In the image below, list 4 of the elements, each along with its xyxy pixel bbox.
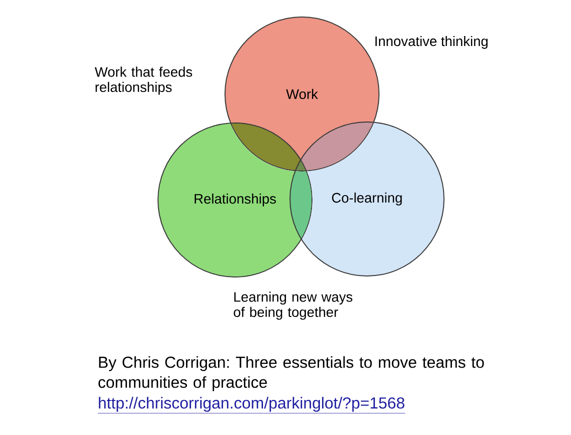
link: http://chriscorrigan.com/parkinglot/?p=1568 [98, 396, 406, 414]
caption-text: By Chris Corrigan: Three essentials to move teams to communities of practice [98, 356, 484, 392]
annotation-text: Learning new ways of being together [234, 292, 352, 320]
annotation-text: Work that feeds relationships [94, 66, 192, 95]
